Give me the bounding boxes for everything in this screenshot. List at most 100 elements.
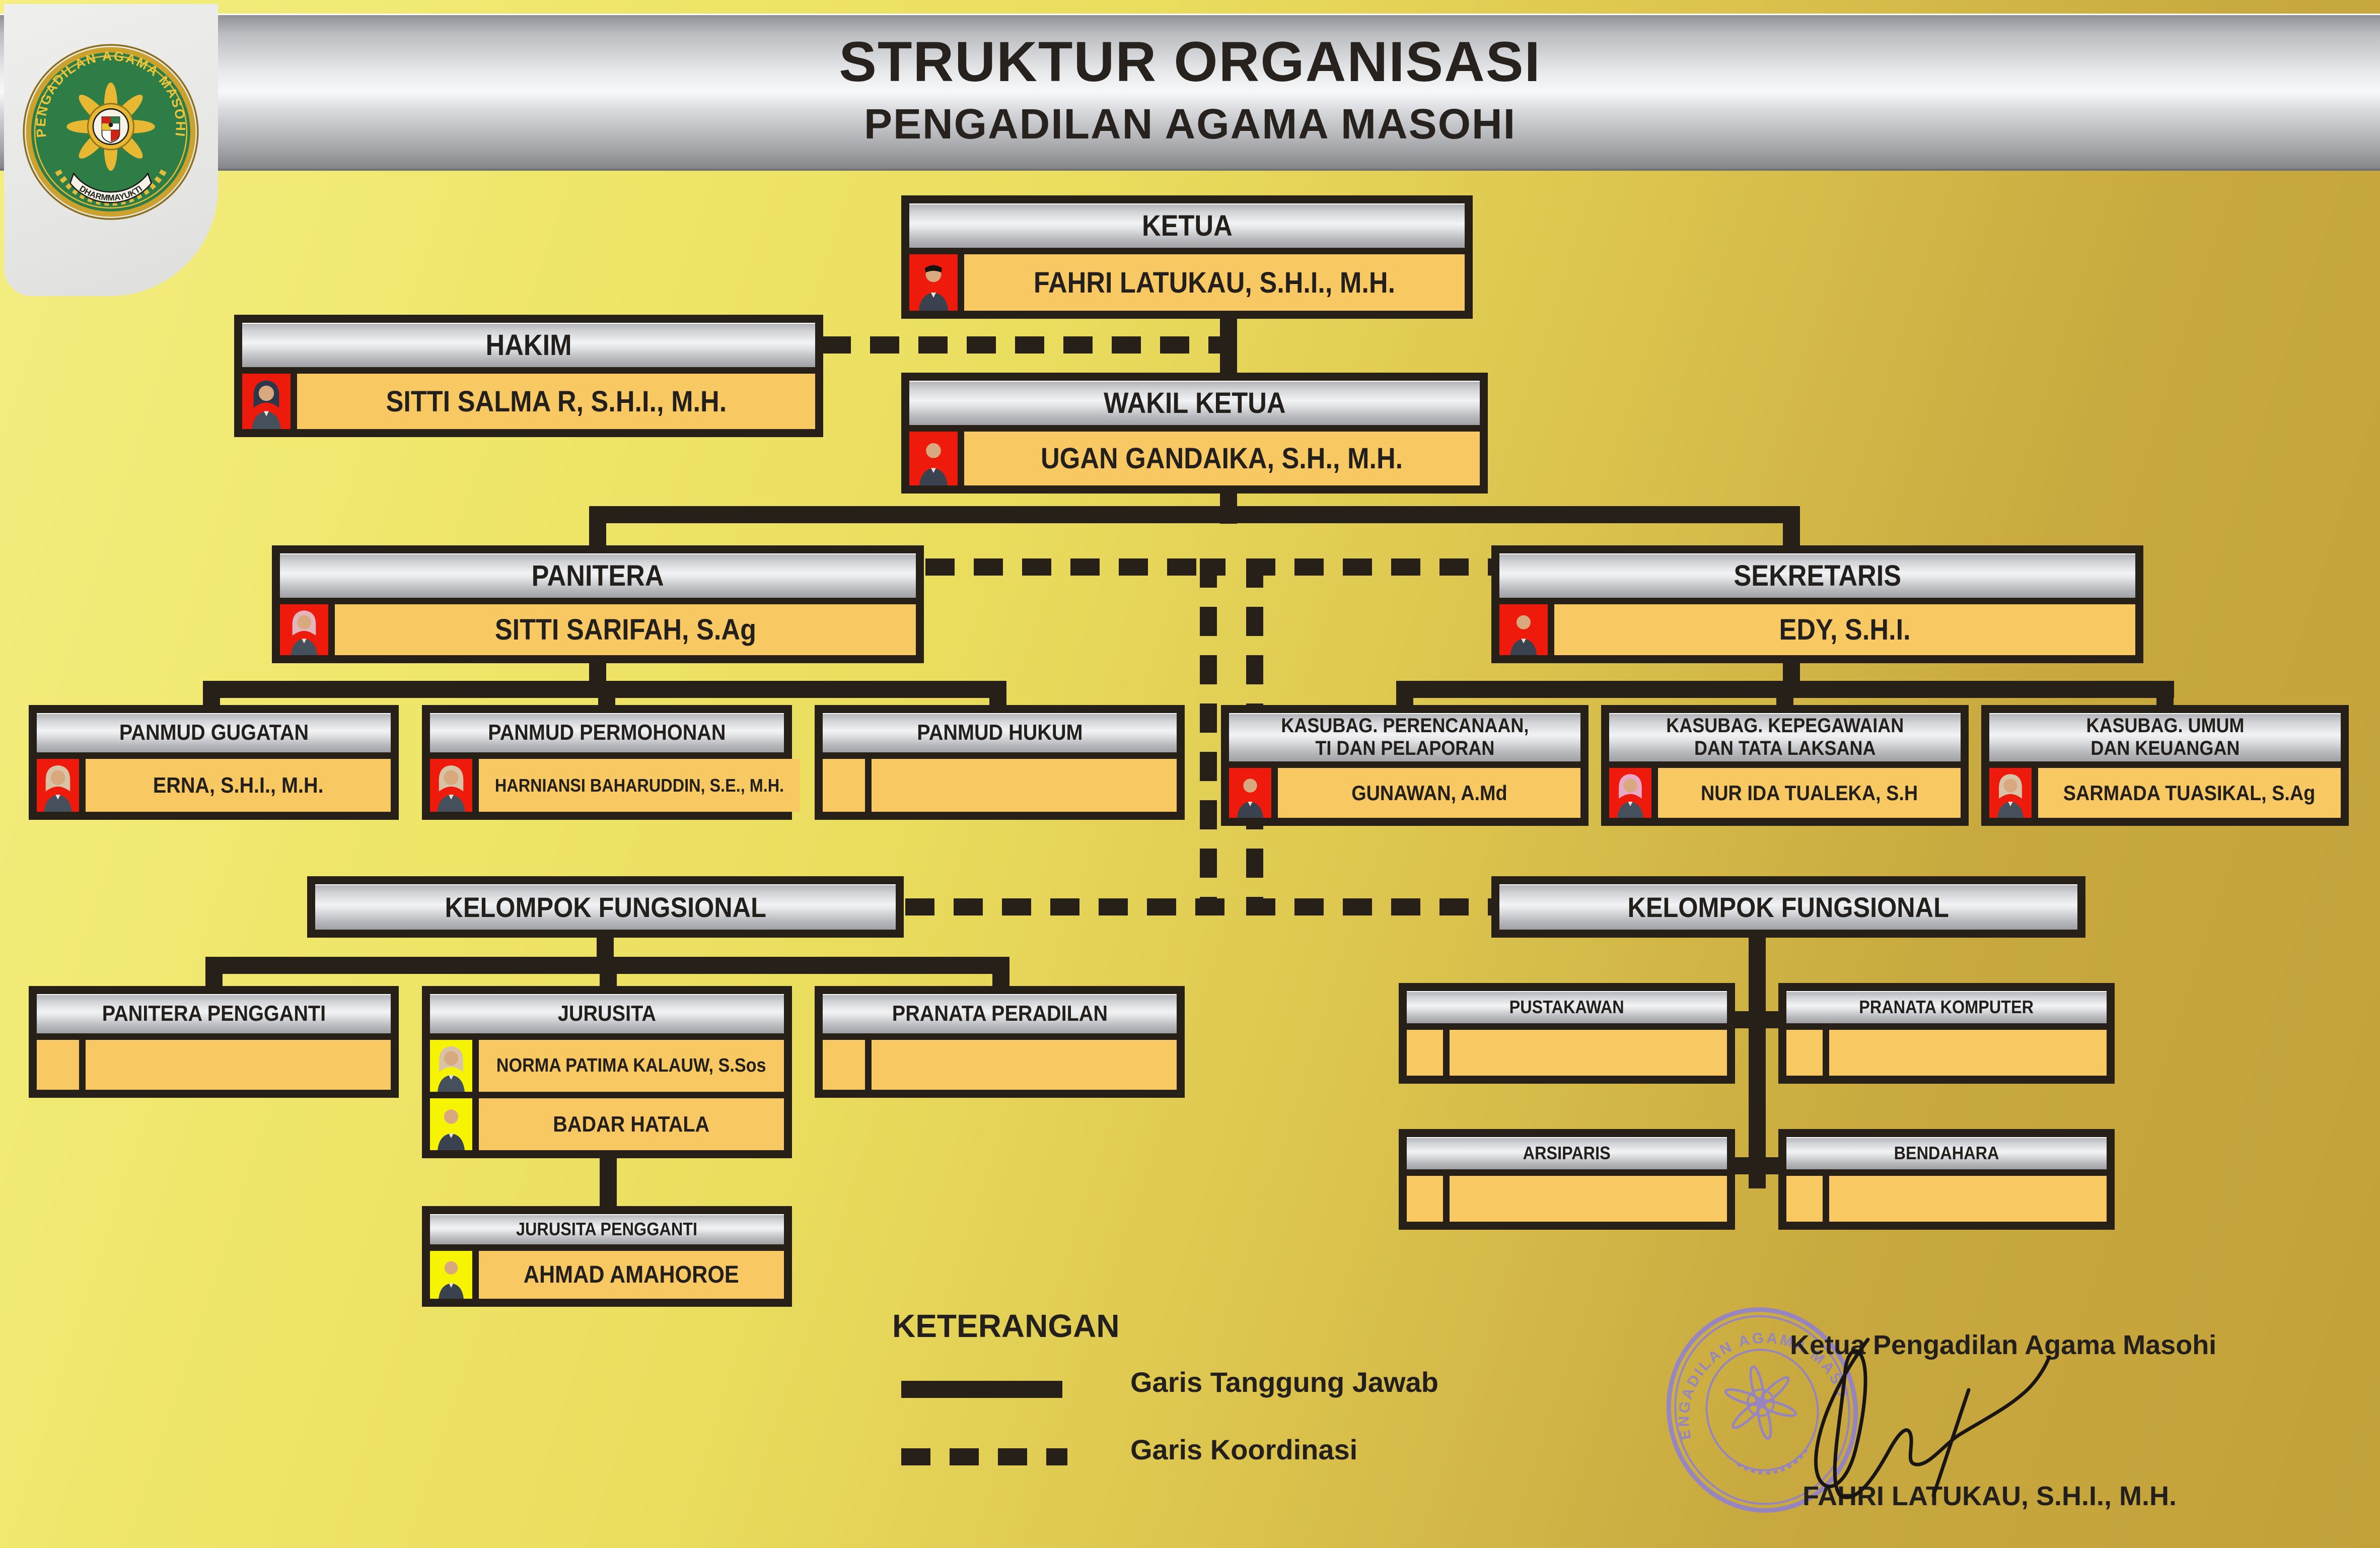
node-title: BENDAHARA (1786, 1137, 2107, 1169)
node-title: KASUBAG. PERENCANAAN, TI DAN PELAPORAN (1229, 713, 1580, 761)
connector-to-sekretaris (1783, 506, 1800, 551)
node-title: PANMUD HUKUM (823, 713, 1177, 752)
person-name-empty (86, 1040, 391, 1090)
shield-icon (101, 116, 120, 143)
person-name-empty (1450, 1030, 1727, 1076)
person-photo (37, 759, 79, 812)
person-name: ERNA, S.H.I., M.H. (86, 759, 391, 812)
node-panitera: PANITERA SITTI SARIFAH, S.Ag (272, 545, 924, 663)
page-title: STRUKTUR ORGANISASI (839, 30, 1541, 93)
person-name: FAHRI LATUKAU, S.H.I., M.H. (964, 254, 1465, 311)
dashed-sekretaris-left (1246, 558, 1495, 576)
dashed-panitera-right (925, 558, 1225, 576)
connector-split-panitera-sekretaris (589, 506, 1800, 523)
dashed-left-vertical (1200, 558, 1217, 916)
person-photo (430, 1251, 472, 1299)
person-name-empty (1829, 1176, 2107, 1222)
person-name: SITTI SALMA R, S.H.I., M.H. (297, 374, 815, 429)
node-title: ARSIPARIS (1407, 1137, 1727, 1169)
dashed-to-kf-kiri (905, 898, 1225, 916)
legend-solid-label: Garis Tanggung Jawab (1130, 1366, 1438, 1398)
person-photo (430, 759, 472, 812)
person-name: NORMA PATIMA KALAUW, S.Sos (479, 1040, 784, 1092)
person-name-empty (872, 759, 1177, 812)
node-arsiparis: ARSIPARIS (1399, 1129, 1735, 1230)
person-photo (242, 374, 291, 429)
person-photo (909, 432, 958, 485)
person-name-empty (1829, 1030, 2107, 1076)
node-pranata-komputer: PRANATA KOMPUTER (1778, 983, 2115, 1084)
person-name: NUR IDA TUALEKA, S.H (1658, 768, 1961, 818)
node-title: PRANATA PERADILAN (823, 994, 1177, 1033)
person-name: SITTI SARIFAH, S.Ag (335, 604, 916, 655)
node-panmud-permohonan: PANMUD PERMOHONAN HARNIANSI BAHARUDDIN, … (422, 705, 801, 820)
node-title: PANMUD GUGATAN (37, 713, 391, 752)
node-pustakawan: PUSTAKAWAN (1399, 983, 1735, 1084)
connector-to-panitera (589, 506, 606, 551)
node-title: KASUBAG. KEPEGAWAIAN DAN TATA LAKSANA (1609, 713, 1961, 761)
node-title: JURUSITA (430, 994, 784, 1033)
legend-dashed-label: Garis Koordinasi (1130, 1434, 1358, 1465)
node-title: PRANATA KOMPUTER (1786, 991, 2107, 1023)
person-photo (430, 1040, 472, 1092)
person-photo (1499, 604, 1548, 655)
node-title: PUSTAKAWAN (1407, 991, 1727, 1023)
node-kasubag-perencanaan: KASUBAG. PERENCANAAN, TI DAN PELAPORAN G… (1221, 705, 1589, 826)
person-photo (1989, 768, 2032, 818)
signature-scrawl (1792, 1329, 2074, 1513)
node-title: PANITERA PENGGANTI (37, 994, 391, 1033)
dashed-hakim-ketua (822, 336, 1237, 354)
person-name: BADAR HATALA (479, 1098, 784, 1150)
node-title: PANITERA (280, 553, 916, 598)
node-title: KELOMPOK FUNGSIONAL (315, 884, 896, 930)
node-hakim: HAKIM SITTI SALMA R, S.H.I., M.H. (234, 315, 823, 437)
person-name-empty (872, 1040, 1177, 1090)
official-stamp: PENGADILAN AGAMA MASOHI (1627, 1273, 1868, 1521)
node-kasubag-kepegawaian: KASUBAG. KEPEGAWAIAN DAN TATA LAKSANA NU… (1601, 705, 1969, 826)
photo-placeholder (823, 1040, 865, 1090)
photo-placeholder (37, 1040, 79, 1090)
node-title: SEKRETARIS (1499, 553, 2135, 598)
node-title: WAKIL KETUA (909, 381, 1480, 425)
node-title: KETUA (909, 203, 1465, 248)
person-name: UGAN GANDAIKA, S.H., M.H. (964, 432, 1480, 485)
court-seal-logo: PENGADILAN AGAMA MASOHI (23, 44, 199, 220)
header-band: STRUKTUR ORGANISASI PENGADILAN AGAMA MAS… (0, 14, 2380, 171)
photo-placeholder (1407, 1030, 1443, 1076)
person-photo (1229, 768, 1271, 818)
node-title: KELOMPOK FUNGSIONAL (1499, 884, 2077, 930)
node-panmud-gugatan: PANMUD GUGATAN ERNA, S.H.I., M.H. (29, 705, 399, 820)
page-subtitle: PENGADILAN AGAMA MASOHI (863, 100, 1517, 148)
person-name: HARNIANSI BAHARUDDIN, S.E., M.H. (479, 759, 801, 812)
node-jurusita-pengganti: JURUSITA PENGGANTI AHMAD AMAHOROE (422, 1206, 792, 1307)
person-name: EDY, S.H.I. (1554, 604, 2135, 655)
person-name: SARMADA TUASIKAL, S.Ag (2038, 768, 2341, 818)
node-sekretaris: SEKRETARIS EDY, S.H.I. (1491, 545, 2143, 663)
person-photo (280, 604, 328, 655)
node-kasubag-umum: KASUBAG. UMUM DAN KEUANGAN SARMADA TUASI… (1981, 705, 2349, 826)
node-panitera-pengganti: PANITERA PENGGANTI (29, 986, 399, 1098)
node-bendahara: BENDAHARA (1778, 1129, 2115, 1230)
photo-placeholder (1786, 1176, 1823, 1222)
node-wakil-ketua: WAKIL KETUA UGAN GANDAIKA, S.H., M.H. (901, 373, 1488, 494)
person-name-empty (1450, 1176, 1727, 1222)
node-kelompok-fungsional-kiri: KELOMPOK FUNGSIONAL (307, 876, 904, 938)
person-name: AHMAD AMAHOROE (479, 1251, 784, 1299)
node-ketua: KETUA FAHRI LATUKAU, S.H.I., M.H. (901, 195, 1473, 319)
node-title: PANMUD PERMOHONAN (430, 713, 784, 752)
person-photo (430, 1098, 472, 1150)
logo-panel: PENGADILAN AGAMA MASOHI (4, 4, 218, 296)
photo-placeholder (1786, 1030, 1823, 1076)
node-kelompok-fungsional-kanan: KELOMPOK FUNGSIONAL (1491, 876, 2085, 938)
legend-solid-line-sample (901, 1381, 1062, 1398)
person-photo (909, 254, 958, 311)
person-photo (1609, 768, 1651, 818)
connector-kf-kanan-down (1749, 927, 1766, 1188)
legend-dashed-line-sample (901, 1448, 1067, 1465)
photo-placeholder (823, 759, 865, 812)
node-title: JURUSITA PENGGANTI (430, 1214, 784, 1244)
node-jurusita: JURUSITA NORMA PATIMA KALAUW, S.Sos BADA… (422, 986, 792, 1158)
sun-emblem (66, 82, 155, 171)
node-title: HAKIM (242, 323, 815, 367)
